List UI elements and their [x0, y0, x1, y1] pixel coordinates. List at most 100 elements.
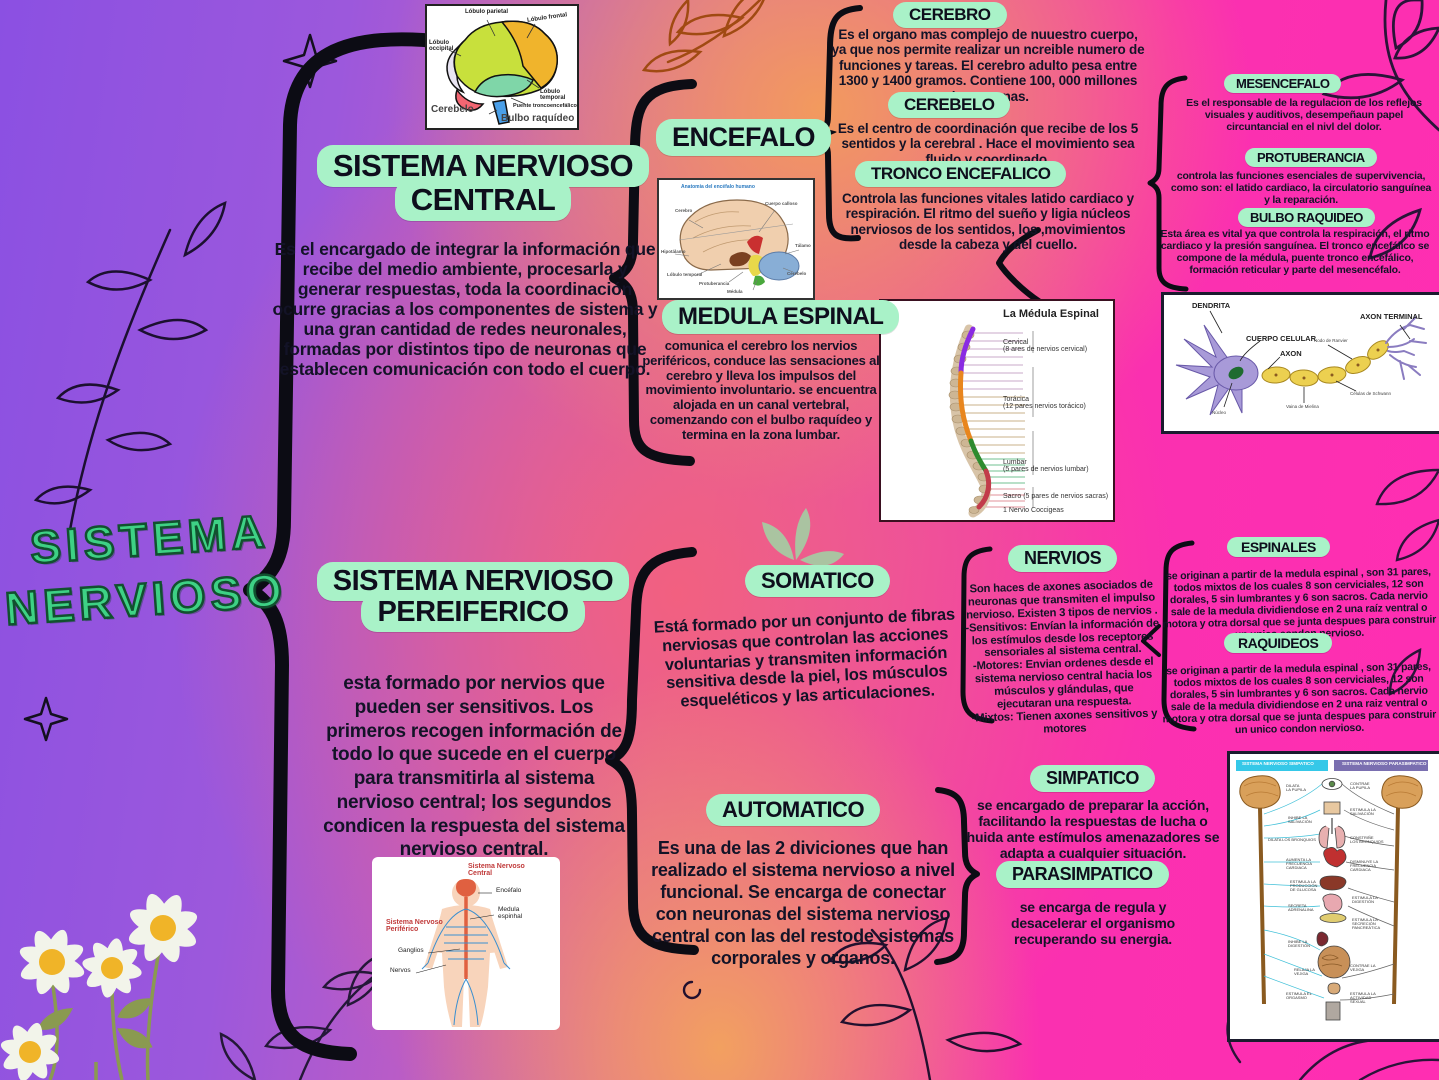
autonomic-header-right: SISTEMA NERVIOSO PARASIMPATICO [1342, 761, 1427, 766]
neuron-image: DENDRITA CUERPO CELULAR AXON AXON TERMIN… [1161, 292, 1439, 434]
top-center-branch [641, 0, 765, 73]
body-label-encefalo: Encéfalo [496, 887, 522, 894]
brain-section-label-protuberancia: Protuberancia [699, 281, 730, 286]
brain-section-label-hipotalamo: Hipotálamo [661, 249, 686, 254]
daisy-flowers [0, 893, 198, 1080]
autonomic-left-label-2: DILATA LOS BRONQUIOS [1268, 837, 1316, 842]
spinal-label-coccigeas: 1 Nervio Coccigeas [1003, 507, 1064, 514]
spinal-label-toracica: Torácica (12 pares nervios torácico) [1003, 396, 1086, 411]
green-sprout-decoration [762, 508, 844, 566]
nervios-description: Son haces de axones asociados de neurona… [965, 578, 1160, 736]
brain-side-image: Lóbulo parietal Lóbulo frontal Lóbulo oc… [425, 4, 579, 130]
simpatico-description: se encargado de preparar la acción, faci… [966, 797, 1220, 861]
autonomic-left-label-7: RELAJA LA VEJIGA [1294, 967, 1315, 977]
body-label-ganglios: Ganglios [398, 947, 424, 954]
brain-section-label-cuerpo-calloso: Cuerpo calloso [765, 201, 798, 206]
autonomic-chart-image: SISTEMA NERVIOSO SIMPATICO SISTEMA NERVI… [1227, 751, 1439, 1042]
protuberancia-description: controla las funciones esenciales de sup… [1170, 170, 1432, 206]
brain-section-label-medula: Médula [727, 289, 743, 294]
automatico-description: Es una de las 2 diviciones que han reali… [651, 838, 955, 968]
bottom-left-leaf-sprig [219, 951, 392, 1080]
neuron-label-vaina: Vaina de Mielina [1286, 404, 1319, 409]
neuron-label-dendrita: DENDRITA [1192, 301, 1231, 310]
encefalo-label: ENCEFALO [656, 119, 832, 156]
snp-title: SISTEMA NERVIOSO PEREIFERICO [303, 562, 643, 632]
brain-side-label-temporal: Lóbulo temporal [540, 89, 566, 102]
mesencefalo-description: Es el responsable de la regulacion de lo… [1186, 97, 1422, 133]
tronco-description: Controla las funciones vitales latido ca… [842, 191, 1134, 253]
autonomic-right-label-2: CONSTRIÑE LOS BRONQUIOS [1350, 835, 1384, 845]
brain-side-label-occipital: Lóbulo occipital [429, 40, 454, 53]
bulbo-label: BULBO RAQUIDEO [1238, 208, 1375, 227]
brain-section-title: Anatomia del encéfalo humano [681, 184, 755, 190]
autonomic-right-label-0: CONTRAE LA PUPILA [1350, 781, 1371, 791]
body-label-snc: Sistema Nervoso Central [468, 863, 525, 878]
raquideos-label: RAQUIDEOS [1224, 633, 1333, 653]
cerebelo-description: Es el centro de coordinación que recibe … [837, 121, 1139, 167]
neuron-art [1175, 310, 1427, 416]
neuron-label-ranvier: Nodo de Ranvier [1314, 338, 1348, 343]
brain-side-label-parietal: Lóbulo parietal [465, 9, 509, 15]
brain-section-art [674, 199, 800, 291]
autonomic-right-label-1: ESTIMULA LA SALIVACIÓN [1350, 807, 1376, 817]
parasimpatico-description: se encarga de regula y desacelerar el or… [1010, 899, 1176, 947]
spinal-label-lumbar: Lumbar (5 pares de nervios lumbar) [1003, 459, 1089, 474]
somatico-label: SOMATICO [745, 565, 890, 597]
snc-title-line2: CENTRAL [394, 179, 572, 221]
protuberancia-label: PROTUBERANCIA [1245, 148, 1377, 167]
neuron-label-nucleo: Núcleo [1212, 410, 1227, 415]
medula-description: comunica el cerebro los nervios periféri… [642, 338, 880, 442]
autonomic-left-label-3: AUMENTA LA FRECUENCIA CARDIACA [1286, 857, 1313, 871]
neuron-label-terminal: AXON TERMINAL [1360, 312, 1423, 321]
spinal-label-sacro: Sacro (5 pares de nervios sacras) [1003, 493, 1109, 500]
autonomic-right-label-4: ESTIMULA LA DIGESTIÓN [1352, 895, 1378, 905]
spinal-title: La Médula Espinal [1003, 308, 1099, 320]
neuron-label-schwann: Células de Schwann [1350, 391, 1392, 396]
autonomic-left-label-4: ESTIMULA LA PRODUCCIÓN DE GLUCOSA [1290, 879, 1318, 893]
spinal-cord-image: La Médula Espinal Cervical (8 ares de ne… [879, 299, 1115, 522]
autonomic-left-label-8: ESTIMULA EL ORGASMO [1286, 991, 1312, 1001]
autonomic-header-left: SISTEMA NERVIOSO SIMPATICO [1242, 761, 1314, 766]
brain-section-label-talamo: Tálamo [795, 243, 811, 248]
spinal-label-cervical: Cervical (8 ares de nervios cervical) [1003, 339, 1088, 354]
brain-side-label-bulbo: Bulbo raquídeo [501, 113, 575, 124]
autonomic-left-label-0: DILATA LA PUPILA [1286, 783, 1307, 793]
autonomic-art [1236, 760, 1428, 1021]
autonomic-right-label-3: DISMINUYE LA FRECUENCIA CARDIACA [1350, 859, 1379, 873]
body-label-nervos: Nervos [390, 967, 411, 974]
espinales-description: se originan a partir de la medula espina… [1162, 565, 1437, 641]
nervios-label: NERVIOS [1008, 545, 1118, 572]
autonomic-right-label-6: CONTRAE LA VEJIGA [1350, 963, 1376, 973]
brain-section-label-temporal: Lóbulo temporal [667, 272, 703, 277]
brain-side-art [446, 19, 558, 125]
automatico-label: AUTOMATICO [706, 794, 881, 826]
snp-description: esta formado por nervios que pueden ser … [323, 673, 625, 861]
espinales-label: ESPINALES [1227, 537, 1330, 557]
snc-description: Es el encargado de integrar la informaci… [272, 239, 658, 379]
body-label-medula: Medula espinhal [498, 906, 523, 920]
body-art [415, 879, 511, 1027]
body-label-snp: Sistema Nervoso Periférico [386, 919, 443, 934]
mesencefalo-label: MESENCEFALO [1224, 74, 1342, 93]
sparkle-decorations [23, 33, 338, 742]
somatico-description: Está formado por un conjunto de fibras n… [653, 605, 956, 711]
raquideos-description: se originan a partir de la medula espina… [1162, 660, 1437, 736]
medula-label: MEDULA ESPINAL [662, 300, 900, 334]
bulbo-description: Esta área es vital ya que controla la re… [1160, 228, 1430, 276]
parasimpatico-label: PARASIMPATICO [996, 861, 1169, 888]
brain-section-label-cerebelo: Cerebelo [787, 271, 807, 276]
body-nervous-system-image: Sistema Nervoso Central Encéfalo Medula … [372, 857, 560, 1030]
autonomic-left-label-6: INHIBE LA DIGESTIÓN [1288, 939, 1311, 949]
brain-section-label-cerebro: Cerebro [675, 208, 693, 213]
autonomic-left-label-5: SECRETA ADRENALINA [1288, 903, 1314, 913]
brain-side-label-cerebelo: Cerebelo [431, 104, 474, 115]
spinal-cord-art [948, 324, 1034, 518]
cerebelo-label: CEREBELO [888, 92, 1011, 118]
brain-side-label-puente: Puente troncoencefálico [513, 103, 577, 109]
tronco-label: TRONCO ENCEFALICO [855, 161, 1067, 187]
cerebro-label: CEREBRO [893, 2, 1007, 28]
neuron-label-cuerpo: CUERPO CELULAR [1246, 334, 1317, 343]
snc-title: SISTEMA NERVIOSO CENTRAL [308, 145, 658, 221]
autonomic-right-label-7: ESTIMULA LA ACTIVIDAD SEXUAL [1350, 991, 1376, 1005]
